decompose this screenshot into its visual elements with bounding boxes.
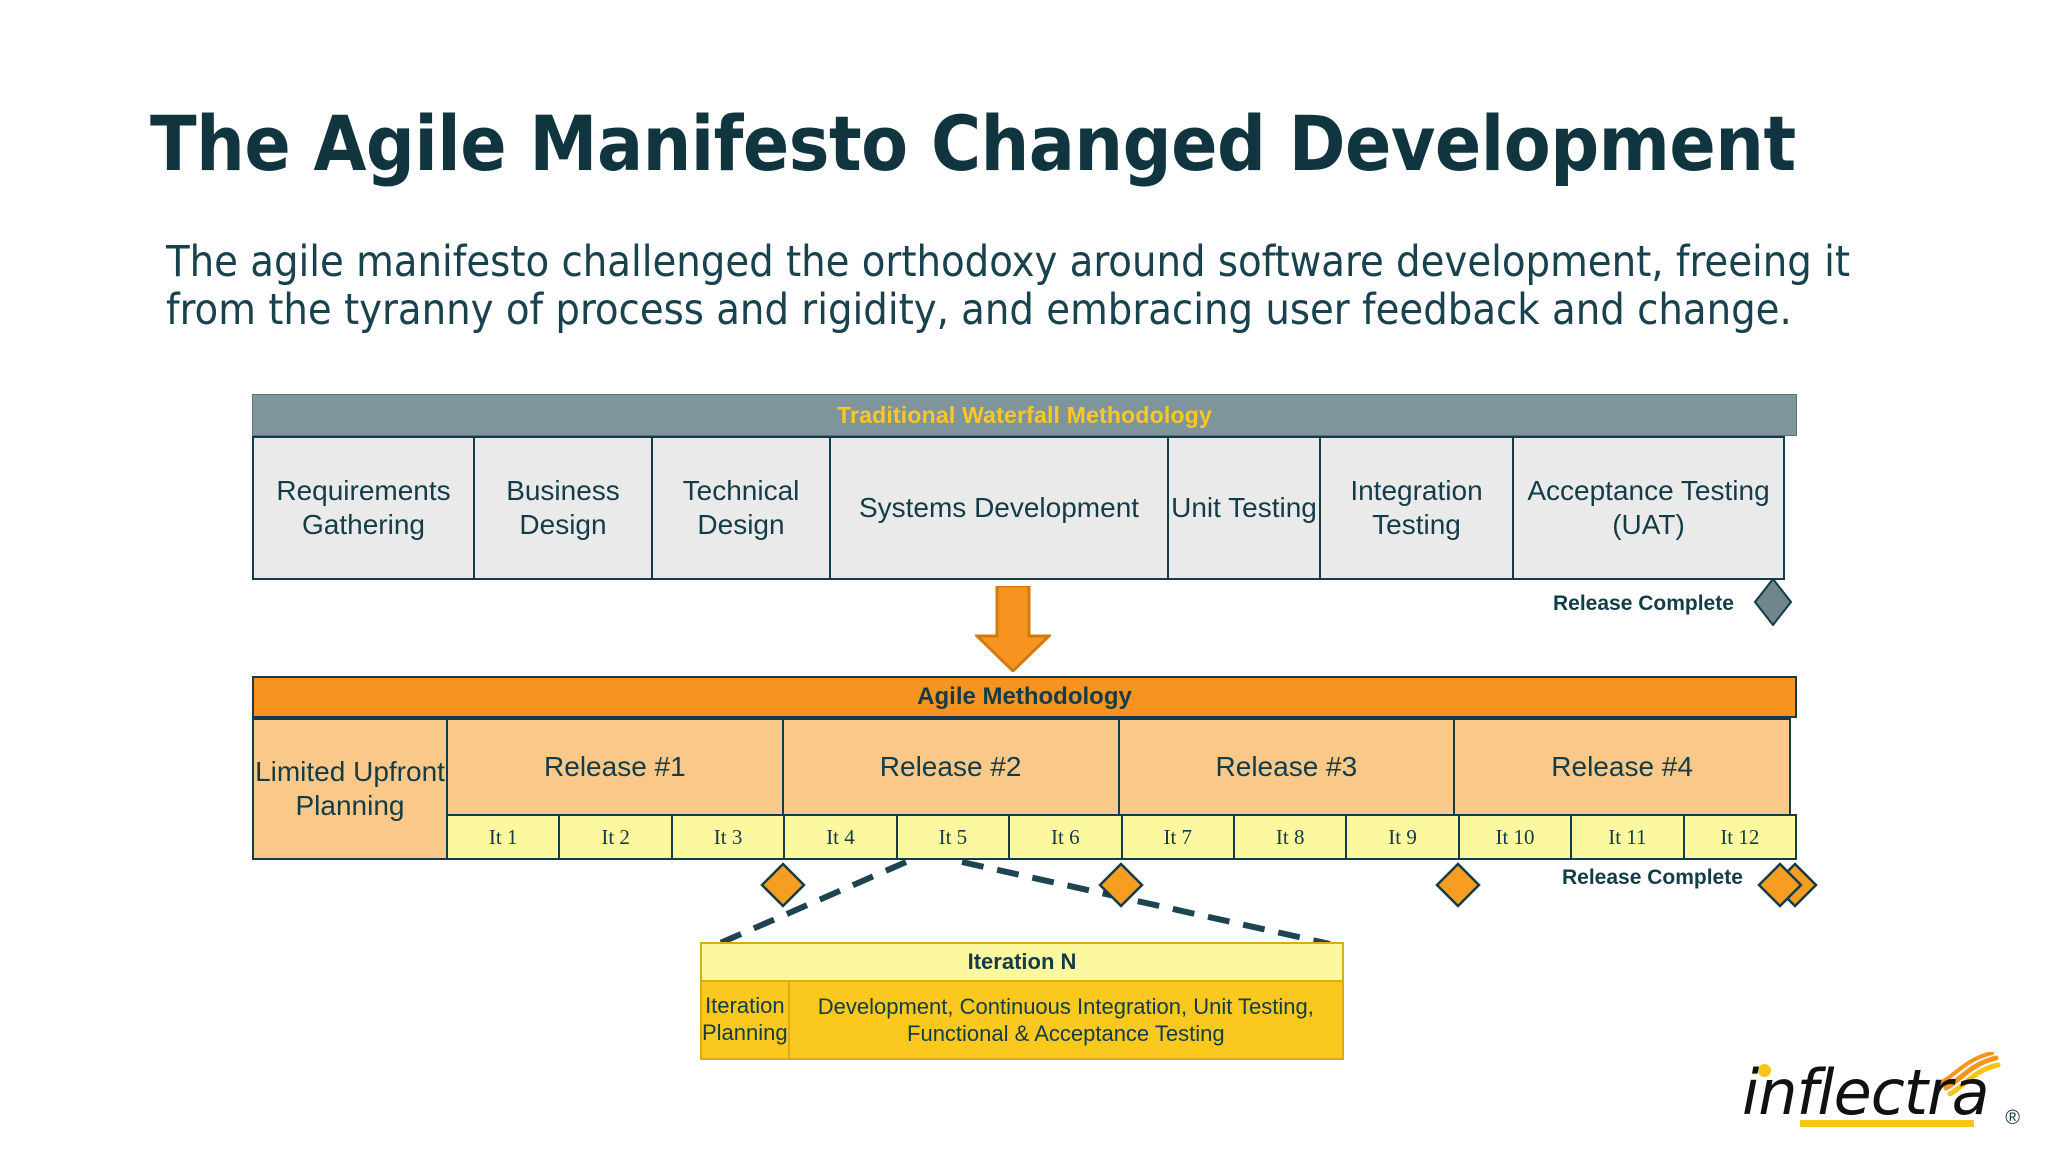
down-arrow-icon [975, 586, 1051, 672]
agile-iteration-cell: It 7 [1120, 814, 1235, 860]
agile-iteration-cell: It 12 [1682, 814, 1798, 860]
iteration-detail-row: Iteration Planning Development, Continuo… [700, 980, 1344, 1060]
agile-iteration-cell: It 5 [895, 814, 1011, 860]
agile-release-complete-label: Release Complete [1562, 866, 1743, 889]
waterfall-header: Traditional Waterfall Methodology [252, 394, 1797, 436]
agile-milestone-diamond [760, 862, 807, 908]
iteration-work-cell: Development, Continuous Integration, Uni… [787, 980, 1344, 1060]
agile-header: Agile Methodology [252, 676, 1797, 718]
waterfall-phase-cell: Systems Development [829, 436, 1169, 580]
agile-iteration-cell: It 11 [1570, 814, 1685, 860]
waterfall-release-complete-diamond [1754, 578, 1792, 626]
agile-iteration-cell: It 4 [783, 814, 898, 860]
waterfall-release-complete-label: Release Complete [1553, 592, 1734, 615]
agile-release-cell: Release #1 [446, 718, 784, 816]
waterfall-phase-cell: Unit Testing [1167, 436, 1321, 580]
agile-iteration-cell: It 2 [558, 814, 673, 860]
iteration-detail-header: Iteration N [700, 942, 1344, 982]
waterfall-phase-cell: Requirements Gathering [252, 436, 475, 580]
page-subtitle: The agile manifesto challenged the ortho… [166, 237, 1851, 336]
logo-registered-mark: ® [2005, 1107, 2020, 1129]
logo-dot-icon [1758, 1064, 1771, 1077]
agile-release-complete-diamond [1757, 862, 1803, 908]
agile-iteration-cell: It 3 [670, 814, 786, 860]
agile-release-cell: Release #2 [781, 718, 1120, 816]
logo-wave-icon [1940, 1052, 2001, 1096]
agile-iteration-cell: It 6 [1008, 814, 1123, 860]
waterfall-phase-cell: Acceptance Testing (UAT) [1512, 436, 1785, 580]
agile-milestone-diamond [1097, 862, 1144, 908]
logo-wordmark: inflectra [1742, 1056, 1990, 1129]
iteration-detail-box: Iteration N Iteration Planning Developme… [700, 942, 1344, 1062]
agile-release-cell: Release #4 [1453, 718, 1791, 816]
agile-iteration-cell: It 9 [1345, 814, 1460, 860]
iteration-planning-cell: Iteration Planning [700, 980, 790, 1060]
agile-release-cell: Release #3 [1117, 718, 1456, 816]
waterfall-phase-cell: Technical Design [651, 436, 831, 580]
logo-underline [1800, 1120, 1974, 1127]
agile-iteration-cell: It 1 [446, 814, 561, 860]
page-title: The Agile Manifesto Changed Development [150, 99, 1796, 188]
agile-limited-upfront-planning: Limited Upfront Planning [252, 718, 448, 860]
agile-milestone-diamond [1434, 862, 1481, 908]
agile-iteration-cell: It 8 [1232, 814, 1348, 860]
agile-iteration-cell: It 10 [1457, 814, 1573, 860]
waterfall-phase-cell: Integration Testing [1319, 436, 1514, 580]
waterfall-phase-cell: Business Design [473, 436, 653, 580]
inflectra-logo: inflectra ® [1742, 1052, 2022, 1136]
